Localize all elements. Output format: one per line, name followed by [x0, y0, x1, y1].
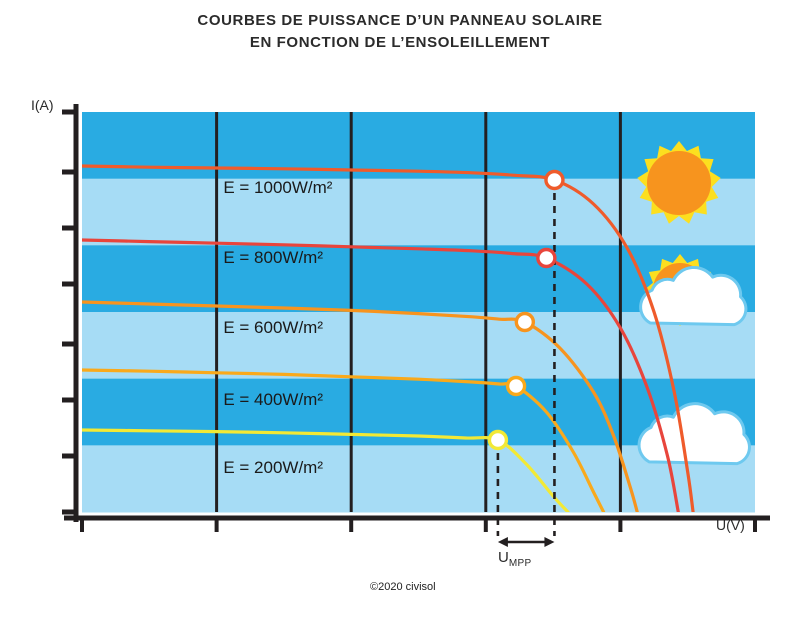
- axes-group: [62, 104, 770, 547]
- iv-curve: [82, 428, 570, 512]
- iv-curves-group: [82, 164, 695, 512]
- sun-disc: [647, 151, 711, 215]
- sun-behind-cloud-icon: [639, 254, 748, 327]
- background-stripe: [82, 312, 755, 380]
- mpp-markers-group: [487, 169, 565, 451]
- page-title: COURBES DE PUISSANCE D’UN PANNEAU SOLAIR…: [0, 10, 800, 54]
- umpp-subscript: MPP: [508, 558, 532, 569]
- umpp-symbol: U: [498, 549, 509, 566]
- iv-curve: [82, 164, 695, 512]
- mpp-marker-dot: [514, 311, 536, 333]
- curve-label-text: E = 800W/m²: [223, 248, 323, 267]
- curve-label: E = 600W/m²: [223, 318, 323, 338]
- curve-label-text: E = 600W/m²: [223, 318, 323, 337]
- title-line-2: EN FONCTION DE L’ENSOLEILLEMENT: [249, 33, 551, 51]
- iv-curve: [82, 238, 680, 512]
- curve-label-text: E = 200W/m²: [223, 458, 323, 477]
- curve-label-text: E = 400W/m²: [223, 390, 323, 409]
- curve-label: E = 200W/m²: [223, 458, 323, 478]
- title-line-1: COURBES DE PUISSANCE D’UN PANNEAU SOLAIR…: [197, 12, 603, 29]
- mpp-marker: [544, 169, 565, 191]
- weather-icon-group: [637, 141, 751, 466]
- iv-curve: [82, 300, 639, 512]
- mpp-marker: [487, 429, 509, 451]
- mpp-marker-dot: [487, 429, 509, 451]
- curve-label: E = 400W/m²: [223, 390, 323, 410]
- mpp-marker-dot: [505, 375, 527, 397]
- sun-icon: [637, 141, 721, 224]
- y-axis-label: I(A): [31, 97, 54, 113]
- mpp-marker: [505, 375, 527, 397]
- mpp-marker-dot: [536, 247, 557, 269]
- curve-label: E = 800W/m²: [223, 248, 323, 268]
- umpp-annotation-label: UMPP: [498, 549, 531, 569]
- copyright-credit: ©2020 civisol: [370, 581, 436, 593]
- umpp-arrow-head-right: [544, 537, 555, 547]
- umpp-arrow-head-left: [497, 537, 508, 547]
- mpp-marker: [514, 311, 536, 333]
- curve-label: E = 1000W/m²: [223, 178, 332, 198]
- background-stripe: [82, 178, 755, 246]
- plot-background-stripes: [82, 112, 755, 513]
- iv-curve: [82, 368, 606, 512]
- mpp-marker-dot: [544, 169, 565, 191]
- x-axis-label: U(V): [716, 517, 745, 533]
- mpp-marker: [536, 247, 557, 269]
- curve-label-text: E = 1000W/m²: [223, 178, 333, 197]
